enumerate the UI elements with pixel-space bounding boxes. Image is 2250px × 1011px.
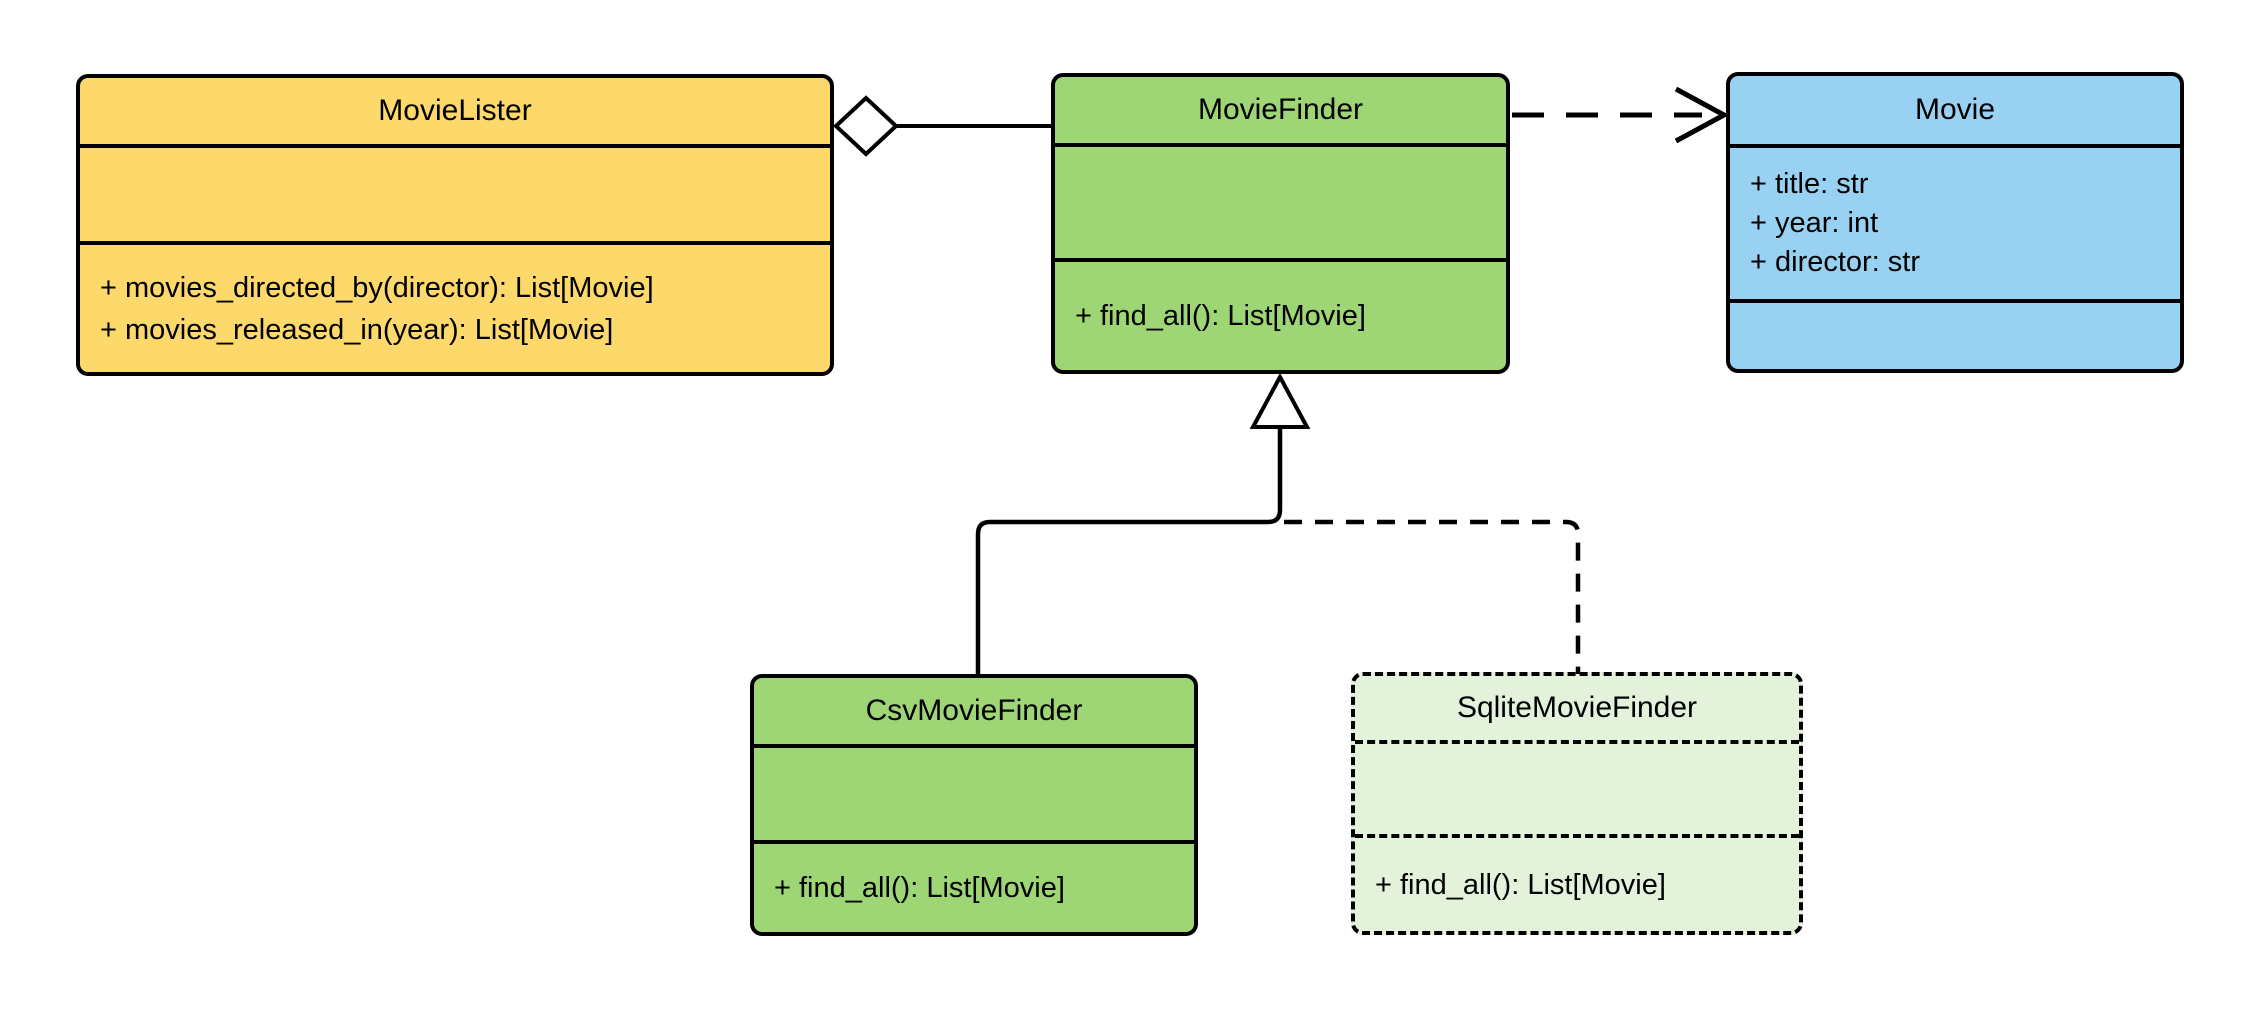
attribute-label: + title: str [1750, 168, 1869, 200]
class-box-movie: Movie + title: str + year: int + directo… [1726, 72, 2184, 373]
class-title-csvmoviefinder: CsvMovieFinder [865, 694, 1083, 727]
method-label: + movies_directed_by(director): List[Mov… [100, 271, 654, 304]
class-attributes-sqlitemoviefinder [1355, 740, 1799, 834]
method-label: + movies_released_in(year): List[Movie] [100, 313, 614, 346]
class-title-moviefinder: MovieFinder [1197, 93, 1364, 126]
generalization-dashed-edge [1284, 519, 1581, 674]
class-box-moviefinder: MovieFinder + find_all(): List[Movie] [1051, 73, 1510, 374]
class-attributes-movie: + title: str + year: int + director: str [1730, 144, 2180, 299]
attribute-label: + director: str [1750, 246, 1921, 278]
generalization-triangle-icon [1249, 372, 1311, 429]
method-label: + find_all(): List[Movie] [1375, 868, 1666, 901]
method-label: + find_all(): List[Movie] [774, 872, 1065, 904]
class-title-movielister: MovieLister [378, 94, 532, 127]
attribute-label: + year: int [1750, 207, 1879, 239]
class-box-movielister: MovieLister + movies_directed_by(directo… [76, 74, 834, 376]
class-attributes-moviefinder [1055, 143, 1506, 258]
class-box-sqlitemoviefinder: SqliteMovieFinder + find_all(): List[Mov… [1351, 672, 1803, 935]
method-label: + find_all(): List[Movie] [1075, 300, 1366, 332]
class-methods-csvmoviefinder: + find_all(): List[Movie] [754, 840, 1194, 932]
class-methods-sqlitemoviefinder: + find_all(): List[Movie] [1355, 834, 1799, 931]
class-methods-movie [1730, 299, 2180, 369]
class-title-movie: Movie [1914, 93, 1996, 126]
dependency-open-arrow-icon [1674, 86, 1730, 144]
aggregation-diamond-icon [833, 95, 899, 157]
class-methods-moviefinder: + find_all(): List[Movie] [1055, 258, 1506, 370]
class-attributes-movielister [80, 144, 830, 241]
class-attributes-csvmoviefinder [754, 744, 1194, 840]
class-box-csvmoviefinder: CsvMovieFinder + find_all(): List[Movie] [750, 674, 1198, 936]
generalization-solid-edge [975, 427, 1283, 676]
class-title-sqlitemoviefinder: SqliteMovieFinder [1456, 691, 1698, 724]
class-methods-movielister: + movies_directed_by(director): List[Mov… [80, 241, 830, 372]
